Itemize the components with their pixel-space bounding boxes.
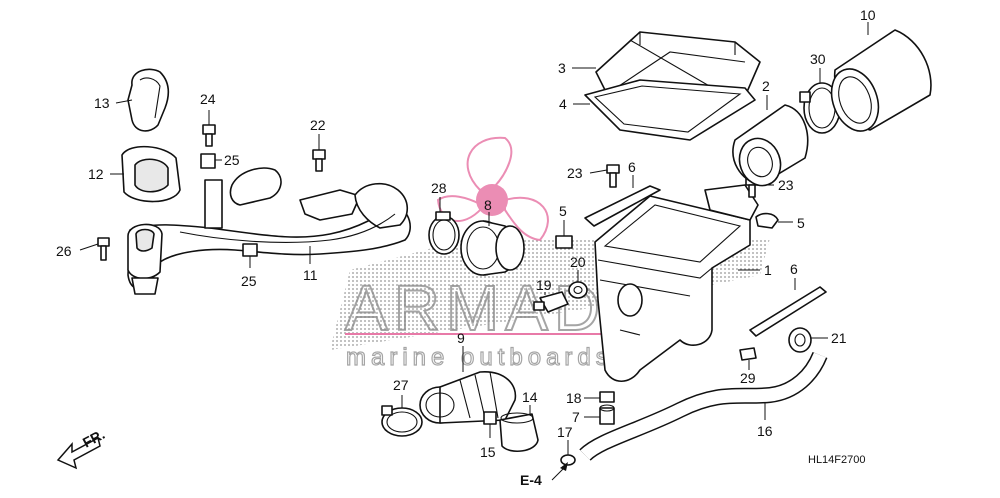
part-15-clip: 15 bbox=[480, 411, 497, 460]
callout-9: 9 bbox=[457, 330, 465, 346]
callout-25-upper: 25 bbox=[224, 152, 240, 168]
callout-19: 19 bbox=[536, 277, 552, 293]
callout-22: 22 bbox=[310, 117, 326, 133]
part-28-clamp: 28 bbox=[428, 180, 460, 255]
callout-18: 18 bbox=[566, 390, 582, 406]
callout-16: 16 bbox=[757, 423, 773, 439]
part-7-plug: 7 bbox=[572, 404, 615, 425]
callout-6-upper: 6 bbox=[628, 159, 636, 175]
callout-5-left: 5 bbox=[559, 203, 567, 219]
callout-24: 24 bbox=[200, 91, 216, 107]
callout-23-right: 23 bbox=[778, 177, 794, 193]
part-22-bolt: 22 bbox=[310, 117, 326, 172]
callout-25-lower: 25 bbox=[241, 273, 257, 289]
front-direction-indicator: FR. bbox=[56, 426, 107, 470]
callout-20: 20 bbox=[570, 254, 586, 270]
part-25-clip-nut-upper: 25 bbox=[200, 152, 240, 169]
callout-4: 4 bbox=[559, 96, 567, 112]
callout-21: 21 bbox=[831, 330, 847, 346]
callout-11: 11 bbox=[303, 267, 318, 283]
part-17-clamp: 17 bbox=[557, 424, 576, 466]
part-5-clip-left: 5 bbox=[555, 203, 573, 249]
callout-15: 15 bbox=[480, 444, 496, 460]
callout-27: 27 bbox=[393, 377, 409, 393]
part-25-clip-nut-lower: 25 bbox=[241, 243, 258, 289]
part-24-bolt: 24 bbox=[200, 91, 216, 147]
callout-17: 17 bbox=[557, 424, 573, 440]
front-arrow-icon bbox=[56, 436, 101, 470]
callout-29: 29 bbox=[740, 370, 756, 386]
callout-6-lower: 6 bbox=[790, 261, 798, 277]
callout-26: 26 bbox=[56, 243, 72, 259]
part-12-seal: 12 bbox=[88, 145, 181, 203]
part-6-strap-lower: 6 bbox=[749, 261, 827, 337]
ref-e4-label: E-4 bbox=[520, 472, 542, 488]
part-23-bolt-left: 23 bbox=[567, 164, 620, 188]
part-20-grommet: 20 bbox=[568, 254, 588, 299]
part-13-duct-cap: 13 bbox=[94, 68, 170, 132]
part-1-air-cleaner-case: 1 bbox=[594, 184, 772, 383]
callout-13: 13 bbox=[94, 95, 110, 111]
reference-e4: E-4 bbox=[520, 462, 568, 488]
callout-2: 2 bbox=[762, 78, 770, 94]
part-9-connector-tube: 9 bbox=[419, 330, 517, 424]
part-19-sensor: 19 bbox=[533, 277, 569, 313]
diagram-code: HL14F2700 bbox=[808, 454, 866, 466]
callout-23-left: 23 bbox=[567, 165, 583, 181]
part-14-drain-cap: 14 bbox=[499, 389, 539, 453]
part-26-bolt: 26 bbox=[56, 237, 110, 261]
callout-5-right: 5 bbox=[797, 215, 805, 231]
part-27-clamp: 27 bbox=[381, 377, 423, 437]
part-5-clip-right: 5 bbox=[755, 212, 805, 231]
part-18-clip: 18 bbox=[566, 390, 615, 406]
part-2-filter-element: 2 bbox=[732, 78, 809, 187]
part-6-strap-upper: 6 bbox=[584, 159, 661, 227]
part-29-clip: 29 bbox=[739, 347, 757, 386]
part-10-outer-filter: 10 bbox=[830, 7, 932, 132]
watermark-tagline: marine outboards bbox=[346, 344, 613, 371]
callout-28: 28 bbox=[431, 180, 447, 196]
callout-12: 12 bbox=[88, 166, 104, 182]
part-11-intake-duct: 11 bbox=[127, 167, 411, 295]
callout-3: 3 bbox=[558, 60, 566, 76]
callout-7: 7 bbox=[572, 409, 580, 425]
callout-10: 10 bbox=[860, 7, 876, 23]
part-21-grommet: 21 bbox=[788, 327, 847, 353]
part-16-drain-hose: 16 bbox=[579, 351, 828, 462]
callout-30: 30 bbox=[810, 51, 826, 67]
watermark-propeller-logo bbox=[436, 136, 549, 242]
callout-1: 1 bbox=[764, 262, 772, 278]
callout-14: 14 bbox=[522, 389, 538, 405]
part-4-cover-seal: 4 bbox=[559, 79, 756, 141]
part-8-connecting-tube: 8 bbox=[460, 197, 525, 276]
callout-8: 8 bbox=[484, 197, 492, 213]
